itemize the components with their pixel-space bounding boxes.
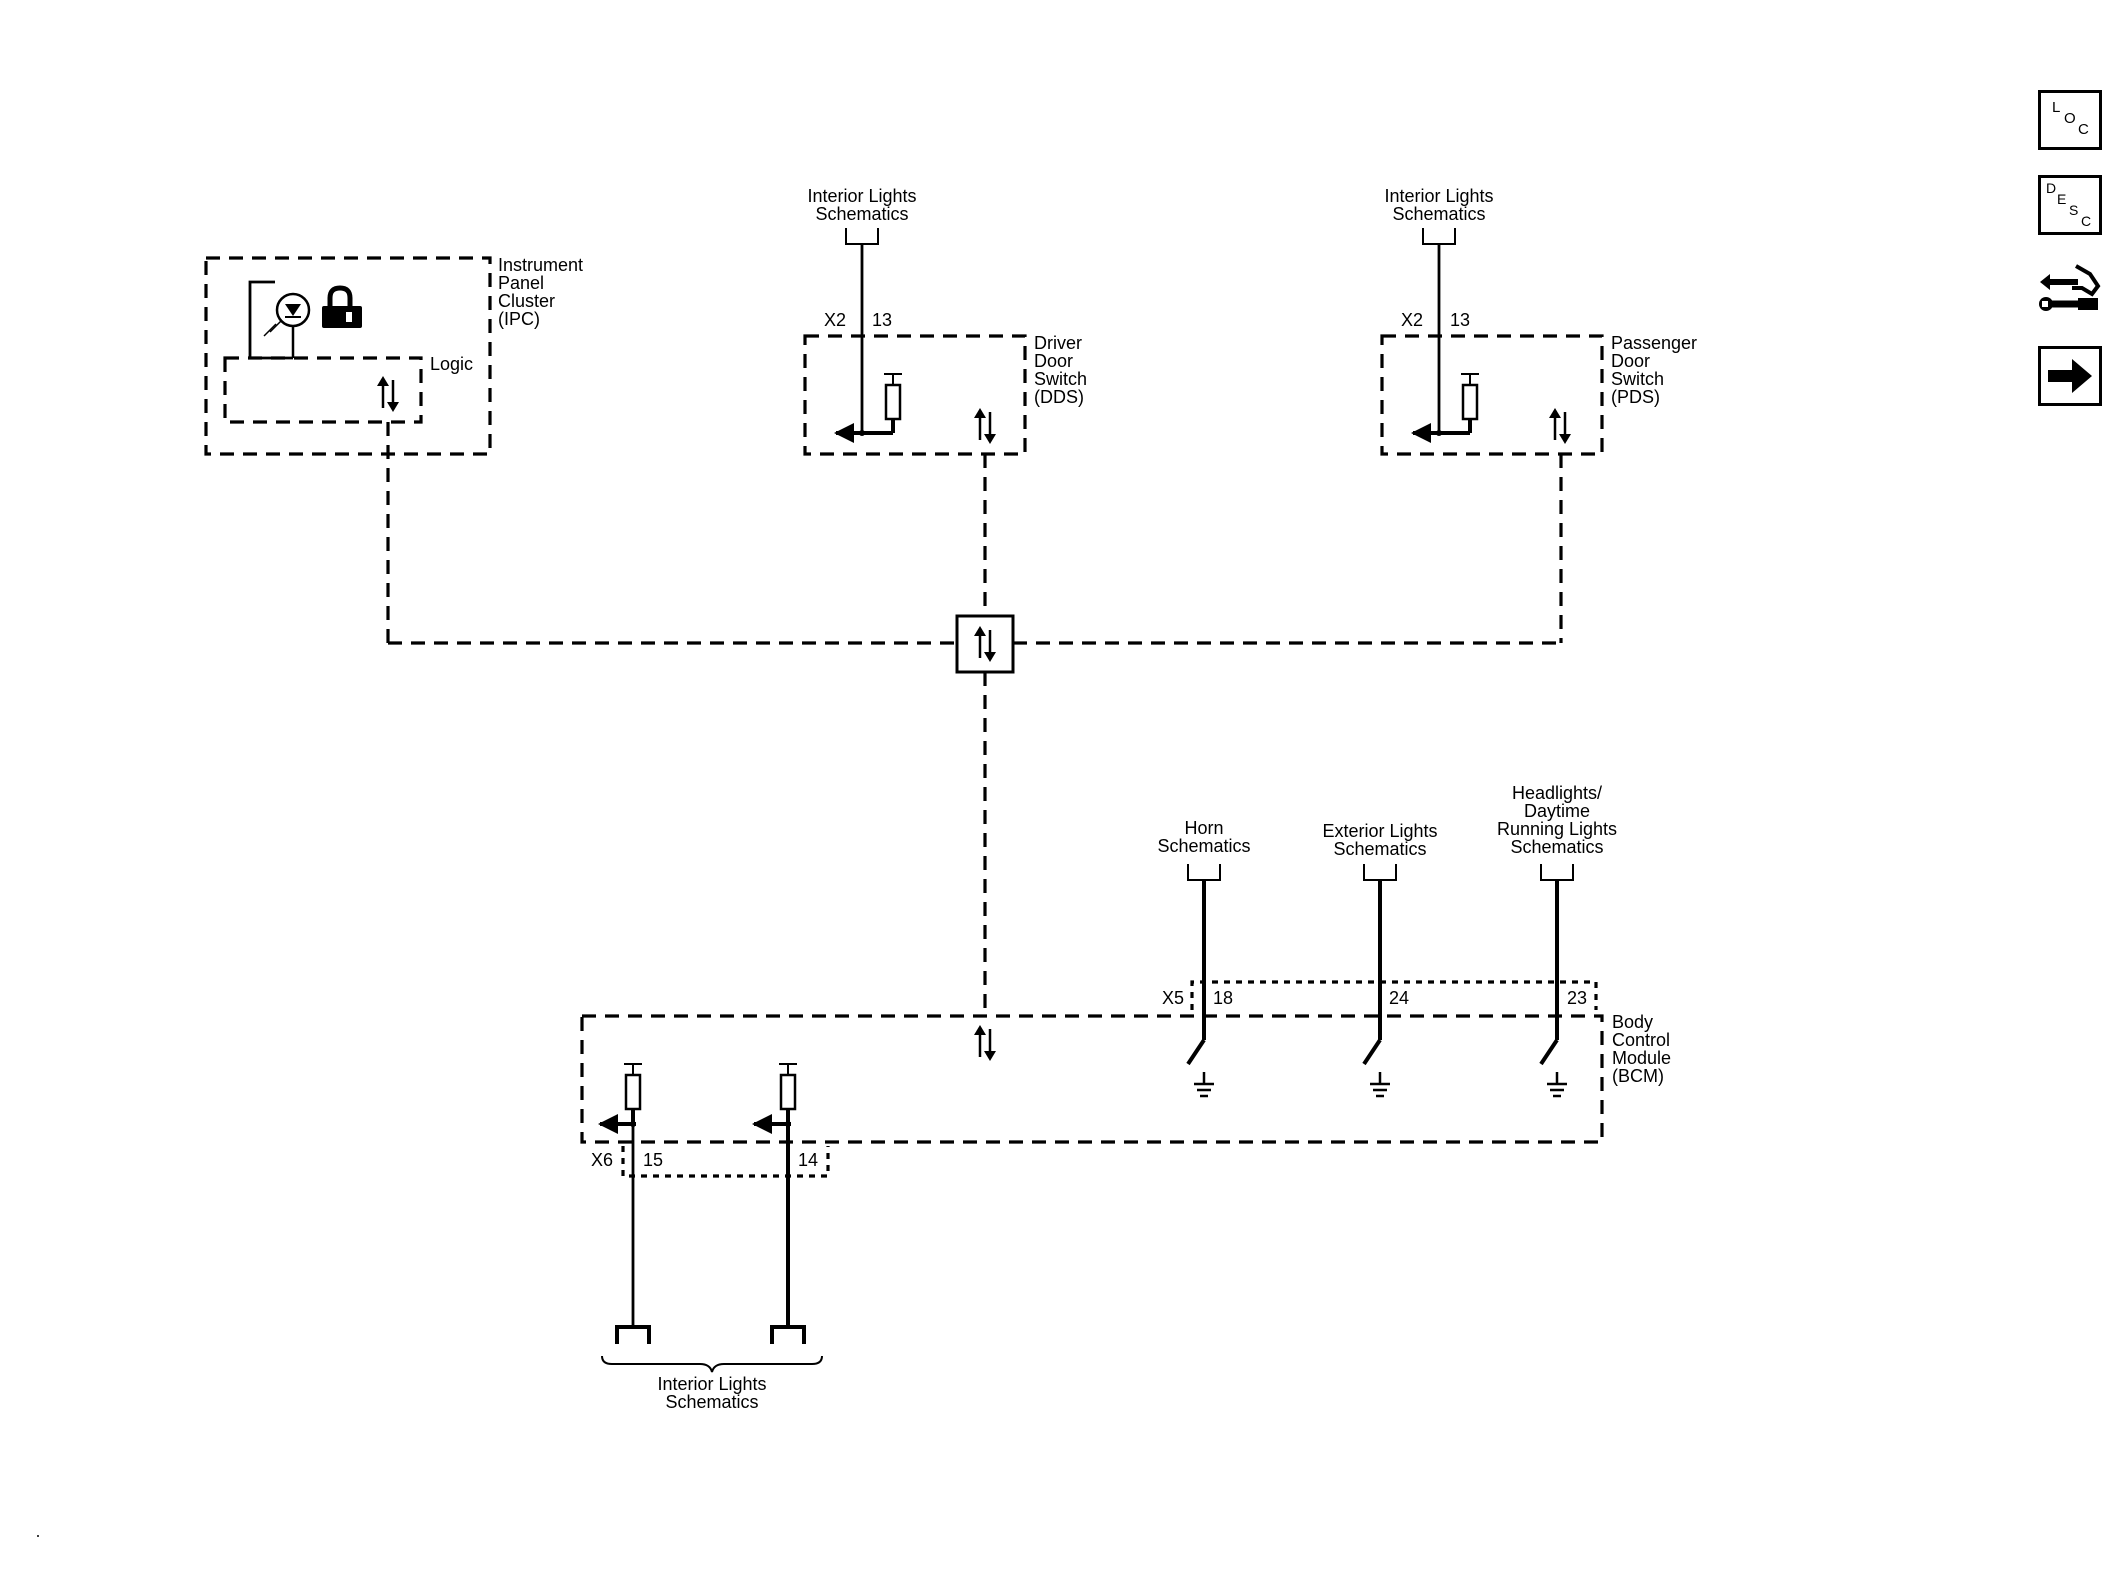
exterior-ref-line-1: Exterior Lights (1322, 821, 1437, 841)
horn-switch-icon (1186, 1038, 1216, 1098)
bcm-module: Horn Schematics Exterior Lights Schemati… (580, 783, 1671, 1412)
interior-bottom-ref-line-2: Schematics (665, 1392, 758, 1412)
dds-feed-label-line-2: Schematics (815, 204, 908, 224)
headlights-ref-line-4: Schematics (1510, 837, 1603, 857)
pds-feed-label-line-2: Schematics (1392, 204, 1485, 224)
pds-pin-label: 13 (1450, 310, 1470, 330)
desc-letter-c: C (2081, 213, 2091, 229)
connector-tools-button[interactable] (2038, 258, 2102, 318)
dds-resistor-icon (884, 373, 902, 433)
pds-serial-data-icon (1547, 406, 1573, 446)
headlights-ref-line-3: Running Lights (1497, 819, 1617, 839)
loc-letter-c: C (2078, 121, 2089, 138)
bcm-pin-15: 15 (643, 1150, 663, 1170)
pds-label-line-3: Switch (1611, 369, 1664, 389)
desc-letter-d: D (2046, 180, 2056, 196)
next-button[interactable] (2038, 346, 2102, 406)
ipc-label-line-2: Panel (498, 273, 544, 293)
horn-ref-line-1: Horn (1184, 818, 1223, 838)
bcm-pin-14: 14 (798, 1150, 818, 1170)
horn-ref-line-2: Schematics (1157, 836, 1250, 856)
bcm-output-15-resistor-icon (598, 1063, 642, 1134)
bcm-output-14-resistor-icon (752, 1063, 797, 1134)
dds-connector-label: X2 (824, 310, 846, 330)
dds-label-line-2: Door (1034, 351, 1073, 371)
loc-letter-o: O (2064, 110, 2076, 127)
interior-lights-brace (601, 1355, 823, 1373)
serial-data-bus (386, 422, 1563, 1010)
bcm-connector-x5: X5 (1162, 988, 1184, 1008)
pds-module: Interior Lights Schematics X2 13 Passeng… (1380, 186, 1697, 456)
ipc-module: Instrument Panel Cluster (IPC) Logic (204, 255, 583, 456)
headlights-switch-icon (1539, 1038, 1569, 1098)
dds-serial-data-icon (972, 406, 998, 446)
bcm-pin-23: 23 (1567, 988, 1587, 1008)
connector-tools-icon (2039, 264, 2101, 311)
dds-feed-label-line-1: Interior Lights (807, 186, 916, 206)
ipc-serial-data-icon (375, 374, 401, 414)
lock-icon (322, 285, 362, 328)
desc-button[interactable]: D E S C (2038, 175, 2102, 235)
bcm-pin-24: 24 (1389, 988, 1409, 1008)
bcm-connector-x6: X6 (591, 1150, 613, 1170)
dds-label-line-4: (DDS) (1034, 387, 1084, 407)
ipc-label-line-3: Cluster (498, 291, 555, 311)
dds-module: Interior Lights Schematics X2 13 Driver … (803, 186, 1087, 456)
dds-label-line-1: Driver (1034, 333, 1082, 353)
headlights-ref-line-2: Daytime (1524, 801, 1590, 821)
desc-button-icon: D E S C (2038, 175, 2102, 235)
desc-letter-e: E (2057, 191, 2066, 207)
pds-label-line-2: Door (1611, 351, 1650, 371)
bcm-label-line-3: Module (1612, 1048, 1671, 1068)
pds-label-line-4: (PDS) (1611, 387, 1660, 407)
bus-junction-icon (955, 614, 1015, 674)
pds-feed-label-line-1: Interior Lights (1384, 186, 1493, 206)
pds-label-line-1: Passenger (1611, 333, 1697, 353)
headlights-ref-line-1: Headlights/ (1512, 783, 1602, 803)
dds-pin-label: 13 (872, 310, 892, 330)
ipc-label-line-1: Instrument (498, 255, 583, 275)
interior-bottom-ref-line-1: Interior Lights (657, 1374, 766, 1394)
pds-resistor-icon (1461, 373, 1479, 433)
dds-label-line-3: Switch (1034, 369, 1087, 389)
desc-letter-s: S (2069, 202, 2078, 218)
next-arrow-icon (2038, 346, 2102, 406)
loc-button[interactable]: L O C (2038, 90, 2102, 150)
bcm-label-line-1: Body (1612, 1012, 1653, 1032)
bcm-serial-data-icon (972, 1023, 998, 1063)
exterior-ref-line-2: Schematics (1333, 839, 1426, 859)
exterior-switch-icon (1362, 1038, 1392, 1098)
bcm-label-line-2: Control (1612, 1030, 1670, 1050)
stray-dot (37, 1535, 39, 1537)
indicator-lamp-icon (248, 280, 311, 360)
pds-connector-label: X2 (1401, 310, 1423, 330)
bcm-label-line-4: (BCM) (1612, 1066, 1664, 1086)
ipc-label-line-4: (IPC) (498, 309, 540, 329)
ipc-logic-label: Logic (430, 354, 473, 374)
loc-letter-l: L (2052, 99, 2060, 116)
bcm-pin-18: 18 (1213, 988, 1233, 1008)
loc-button-icon: L O C (2038, 90, 2102, 150)
